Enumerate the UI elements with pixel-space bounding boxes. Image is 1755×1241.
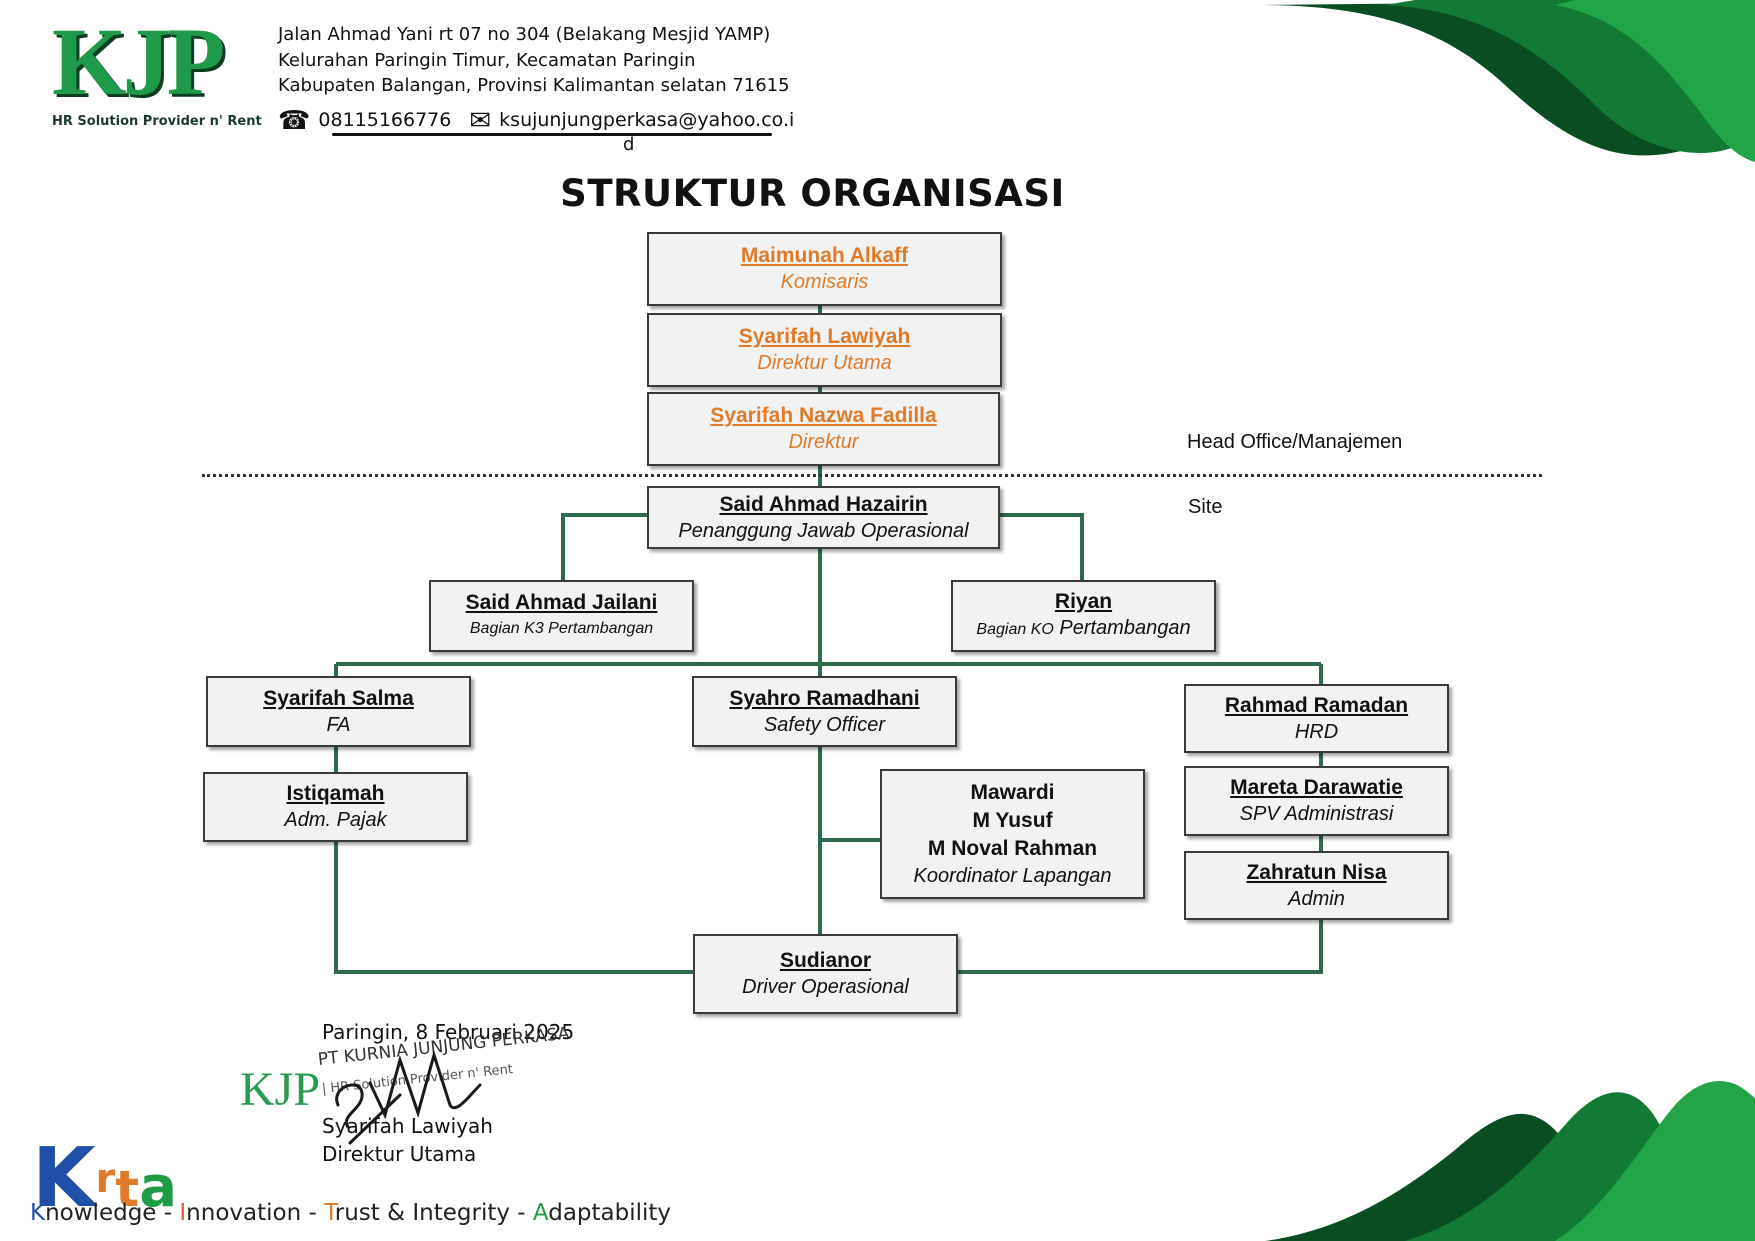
person-role: FA — [326, 713, 351, 736]
signatory-name: Syarifah Lawiyah — [322, 1114, 493, 1138]
person-name: Riyan — [1054, 590, 1113, 613]
org-box-driver-operasional: Sudianor Driver Operasional — [693, 934, 958, 1014]
phone-number: 08115166776 — [318, 109, 452, 131]
org-box-direktur: Syarifah Nazwa Fadilla Direktur — [647, 392, 1000, 466]
org-box-komisaris: Maimunah Alkaff Komisaris — [647, 232, 1002, 306]
phone-icon: ☎ — [278, 106, 311, 136]
address-line-2: Kelurahan Paringin Timur, Kecamatan Pari… — [278, 50, 696, 71]
page-title: STRUKTUR ORGANISASI — [560, 172, 1065, 215]
person-name: Syarifah Lawiyah — [738, 325, 911, 348]
person-role: SPV Administrasi — [1239, 803, 1394, 825]
person-role: Admin — [1288, 887, 1345, 910]
person-role: HRD — [1294, 720, 1339, 743]
krta-letter: K — [32, 1131, 96, 1226]
contact-line: ☎ 08115166776 ✉ ksujunjungperkasa@yahoo.co.… — [278, 106, 794, 136]
krta-logo: Krta — [32, 1138, 177, 1230]
person-name: Zahratun Nisa — [1246, 860, 1387, 884]
org-box-bagian-k3: Said Ahmad Jailani Bagian K3 Pertambanga… — [429, 580, 694, 652]
person-name: Rahmad Ramadan — [1224, 693, 1409, 717]
address-line-3: Kabupaten Balangan, Provinsi Kalimantan … — [278, 75, 790, 96]
person-name: Said Ahmad Jailani — [465, 591, 658, 614]
bottom-right-wave-decoration — [1265, 1081, 1755, 1241]
email-address-tail: d — [623, 134, 635, 155]
envelope-icon: ✉ — [469, 106, 492, 136]
org-box-adm-pajak: Istiqamah Adm. Pajak — [203, 772, 468, 842]
signature-place-date: Paringin, 8 Februari 2025 — [322, 1020, 575, 1044]
krta-letter: r — [95, 1156, 116, 1202]
org-box-koordinator-lapangan: Mawardi M Yusuf M Noval Rahman Koordinat… — [880, 769, 1145, 899]
person-name: M Yusuf — [972, 809, 1053, 832]
person-role: Bagian K3 Pertambangan — [469, 620, 654, 637]
person-role: Adm. Pajak — [284, 809, 387, 831]
handwritten-signature — [335, 1049, 482, 1145]
person-name: Sudianor — [779, 949, 871, 972]
zone-label-site: Site — [1188, 496, 1223, 518]
org-box-penanggung-jawab-operasional: Said Ahmad Hazairin Penanggung Jawab Ope… — [647, 486, 1000, 549]
zone-label-head-office: Head Office/Manajemen — [1187, 431, 1403, 453]
krta-letter: a — [139, 1155, 177, 1220]
person-name: Mareta Darawatie — [1230, 776, 1403, 799]
address-line-1: Jalan Ahmad Yani rt 07 no 304 (Belakang … — [278, 24, 771, 45]
person-name: M Noval Rahman — [927, 837, 1098, 860]
org-box-fa: Syarifah Salma FA — [206, 676, 471, 747]
krta-letter: t — [115, 1160, 140, 1218]
head-office-site-divider — [202, 474, 1542, 477]
company-logo-subtitle: HR Solution Provider n' Rent — [52, 114, 262, 129]
person-name: Maimunah Alkaff — [740, 244, 909, 267]
person-role: Penanggung Jawab Operasional — [678, 519, 969, 542]
person-name: Istiqamah — [286, 782, 385, 805]
signatory-title: Direktur Utama — [322, 1142, 477, 1166]
person-name: Syahro Ramadhani — [729, 686, 920, 710]
footer-tagline: Knowledge - Innovation - Trust & Integri… — [30, 1200, 672, 1226]
person-name: Mawardi — [970, 781, 1055, 804]
email-address: ksujunjungperkasa@yahoo.co.i — [499, 109, 795, 131]
person-role: Driver Operasional — [742, 976, 909, 998]
person-role: Komisaris — [780, 271, 869, 293]
org-box-admin: Zahratun Nisa Admin — [1184, 851, 1449, 920]
org-box-safety-officer: Syahro Ramadhani Safety Officer — [692, 676, 957, 747]
header-underline — [332, 133, 772, 136]
person-name: Syarifah Salma — [263, 686, 414, 710]
person-role: Direktur — [788, 431, 859, 453]
org-box-hrd: Rahmad Ramadan HRD — [1184, 684, 1449, 753]
org-box-bagian-ko: Riyan Bagian KO Pertambangan — [951, 580, 1216, 652]
person-name: Said Ahmad Hazairin — [719, 492, 928, 516]
company-stamp-logo: KJP — [240, 1063, 321, 1116]
person-role: Direktur Utama — [757, 352, 892, 374]
top-right-wave-decoration — [1260, 0, 1755, 162]
person-role: Safety Officer — [763, 713, 886, 736]
person-name: Syarifah Nazwa Fadilla — [710, 404, 937, 427]
person-role: Bagian KO Pertambangan — [976, 617, 1191, 639]
org-box-direktur-utama: Syarifah Lawiyah Direktur Utama — [647, 313, 1002, 387]
person-role: Koordinator Lapangan — [913, 865, 1112, 887]
org-box-spv-administrasi: Mareta Darawatie SPV Administrasi — [1184, 766, 1449, 836]
company-logo: KJP — [52, 8, 225, 115]
